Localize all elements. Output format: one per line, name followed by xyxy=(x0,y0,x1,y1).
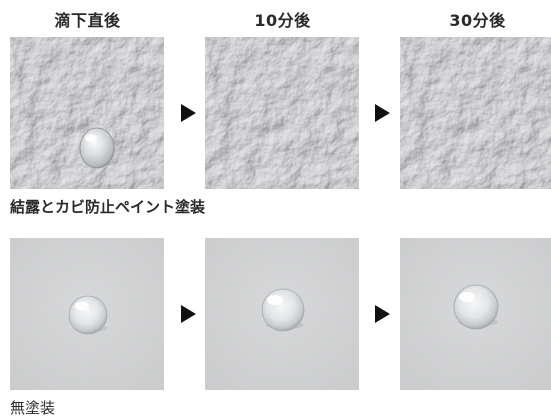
coated-row-label: 結露とカビ防止ペイント塗装 xyxy=(10,198,206,216)
water-drop xyxy=(68,295,108,335)
textured-wall-absorbed-image xyxy=(205,37,359,189)
heading-30-minutes-later: 30分後 xyxy=(449,11,506,30)
heading-just-after-drop: 滴下直後 xyxy=(54,11,121,30)
right-triangle-arrow-icon xyxy=(375,104,390,122)
drop-highlight xyxy=(267,295,283,305)
uncoated-row-label: 無塗装 xyxy=(10,399,56,417)
textured-wall-absorbed-image xyxy=(400,37,551,189)
heading-10-minutes-later: 10分後 xyxy=(254,11,311,30)
coated-photo-just-after-drop xyxy=(10,37,164,189)
water-drop xyxy=(453,284,499,330)
right-triangle-arrow-icon xyxy=(181,104,196,122)
plain-wall-with-drop-image xyxy=(10,238,164,390)
drop-highlight xyxy=(75,301,89,311)
coated-photo-30-minutes-later xyxy=(400,37,551,189)
drop-highlight xyxy=(459,292,475,302)
right-triangle-arrow-icon xyxy=(181,305,196,323)
plain-wall-with-drop-image xyxy=(400,238,551,390)
drop-highlight xyxy=(85,134,97,142)
textured-wall-surface xyxy=(205,37,359,189)
water-drop xyxy=(79,127,115,169)
textured-wall-surface xyxy=(10,37,164,189)
uncoated-photo-30-minutes-later xyxy=(400,238,551,390)
uncoated-photo-10-minutes-later xyxy=(205,238,359,390)
water-drop xyxy=(261,288,305,332)
textured-wall-surface xyxy=(400,37,551,189)
textured-wall-with-drop-image xyxy=(10,37,164,189)
plain-wall-with-drop-image xyxy=(205,238,359,390)
coated-photo-10-minutes-later xyxy=(205,37,359,189)
uncoated-photo-just-after-drop xyxy=(10,238,164,390)
right-triangle-arrow-icon xyxy=(375,305,390,323)
